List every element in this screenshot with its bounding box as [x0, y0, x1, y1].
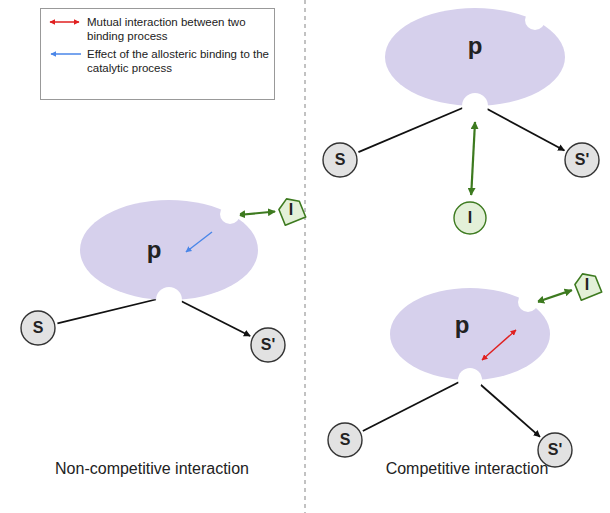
mutual-interaction-arrow: [482, 330, 516, 360]
reaction-arrow: [358, 104, 472, 152]
inhibitor-tag: I: [572, 271, 602, 299]
binding-arrow: [238, 212, 275, 215]
substrate-label: S': [548, 441, 562, 459]
substrate-circle: S': [564, 142, 600, 178]
protein-shape: p: [80, 200, 258, 300]
inhibitor-tag: I: [276, 196, 306, 224]
node-outline: [390, 288, 550, 380]
reaction-arrow: [57, 297, 166, 323]
reaction-arrow: [173, 297, 250, 336]
legend-text: Effect of the allosteric binding to the …: [87, 47, 269, 75]
substrate-label: S': [575, 151, 589, 169]
substrate-circle: S: [20, 310, 56, 346]
protein-label: p: [468, 32, 483, 60]
inhibitor-label: I: [585, 276, 589, 294]
legend-text: Mutual interaction between two binding p…: [87, 15, 269, 43]
reaction-arrow: [363, 378, 467, 431]
binding-arrow: [537, 290, 572, 302]
protein-label: p: [147, 236, 162, 264]
allosteric-effect-arrow: [186, 232, 212, 252]
protein-shape: p: [390, 288, 550, 380]
inhibitor-label: I: [289, 201, 293, 219]
node-outline: [80, 200, 258, 300]
inhibitor-label: I: [468, 209, 472, 227]
substrate-label: S: [335, 151, 346, 169]
substrate-circle: S': [250, 327, 286, 363]
substrate-label: S': [261, 336, 275, 354]
substrate-circle: S: [322, 142, 358, 178]
binding-arrow: [471, 122, 475, 195]
substrate-label: S: [340, 431, 351, 449]
legend-box: Mutual interaction between two binding p…: [40, 8, 275, 100]
inhibitor-circle: I: [453, 201, 487, 235]
reaction-arrow: [478, 104, 564, 151]
substrate-label: S: [33, 319, 44, 337]
reaction-arrow: [473, 378, 540, 437]
panel-caption: Competitive interaction: [386, 460, 549, 478]
substrate-circle: S: [327, 422, 363, 458]
protein-label: p: [455, 311, 470, 339]
panel-caption: Non-competitive interaction: [55, 460, 249, 478]
protein-shape: p: [385, 8, 565, 106]
